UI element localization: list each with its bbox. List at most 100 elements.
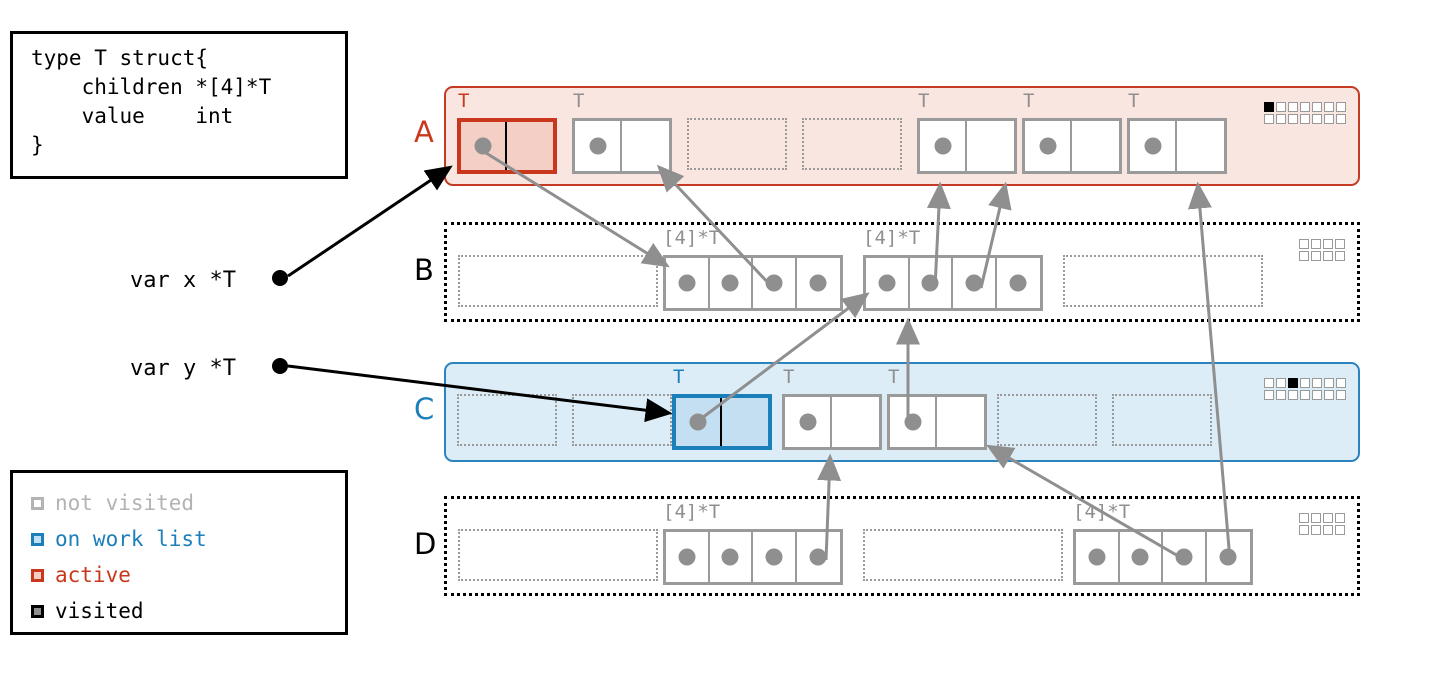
bitmap-cell (1288, 378, 1298, 388)
bitmap-cell (1324, 390, 1334, 400)
row-a-node-6-children-field (1130, 121, 1177, 171)
array-cell (666, 532, 710, 582)
row-a-node-5-value-field (1072, 121, 1119, 171)
row-a-node-0-value-field (507, 122, 553, 170)
bitmap-cell (1336, 390, 1346, 400)
bitmap-row (1264, 390, 1346, 400)
row-a-bitmap (1264, 102, 1346, 124)
legend-label-on-work-list: on work list (55, 527, 207, 551)
row-a-empty-slot-2 (687, 118, 787, 170)
legend-swatch-on-work-list (31, 532, 44, 546)
row-c-node-3[interactable] (782, 394, 882, 450)
bitmap-cell (1276, 102, 1286, 112)
bitmap-cell (1324, 102, 1334, 112)
row-d-array-3-type-tag: [4]*T (1073, 501, 1131, 523)
array-cell (1076, 532, 1120, 582)
row-label-c: C (414, 392, 435, 426)
pointer-dot (678, 548, 696, 566)
row-a-node-1[interactable] (572, 118, 672, 174)
bitmap-row (1299, 525, 1345, 535)
bitmap-row (1299, 513, 1345, 523)
row-d-array-1[interactable] (663, 529, 843, 585)
row-c-node-4-value-field (937, 397, 984, 447)
pointer-dot (1009, 274, 1027, 292)
bitmap-cell (1324, 114, 1334, 124)
pointer-dot (799, 413, 816, 431)
pointer-dot (921, 274, 939, 292)
row-a-node-4-type-tag: T (918, 90, 930, 112)
bitmap-cell (1323, 513, 1333, 523)
bitmap-cell (1300, 378, 1310, 388)
bitmap-cell (1336, 114, 1346, 124)
array-cell (666, 258, 710, 308)
row-label-d: D (414, 527, 437, 561)
row-a-node-0-type-tag: T (458, 90, 470, 112)
row-c-node-2-children-field (676, 398, 722, 446)
row-b-empty-slot-0 (458, 255, 658, 307)
row-d-array-1-type-tag: [4]*T (663, 501, 721, 523)
bitmap-cell (1336, 102, 1346, 112)
bitmap-cell (1335, 525, 1345, 535)
row-b-array-1[interactable] (663, 255, 843, 311)
bitmap-cell (1299, 513, 1309, 523)
array-cell (1163, 532, 1207, 582)
legend-box: not visited on work list active visited (10, 470, 348, 635)
row-a-node-5[interactable] (1022, 118, 1122, 174)
pointer-dot (1088, 548, 1106, 566)
pointer-dot (1144, 137, 1161, 155)
bitmap-cell (1299, 239, 1309, 249)
row-d-bitmap (1299, 513, 1345, 535)
row-label-b: B (414, 253, 434, 287)
legend-label-visited: visited (55, 599, 144, 623)
row-c-node-4[interactable] (887, 394, 987, 450)
row-b-array-2[interactable] (863, 255, 1043, 311)
row-a-node-4[interactable] (917, 118, 1017, 174)
legend-swatch-visited (31, 604, 44, 618)
row-c-node-2[interactable] (672, 394, 772, 450)
bitmap-cell (1323, 525, 1333, 535)
row-c-bitmap (1264, 378, 1346, 400)
bitmap-cell (1264, 378, 1274, 388)
bitmap-cell (1311, 251, 1321, 261)
struct-definition-code: type T struct{ children *[4]*T value int… (31, 46, 272, 157)
var-x-label: var x *T (130, 268, 236, 293)
row-a-node-5-children-field (1025, 121, 1072, 171)
row-a-node-1-value-field (622, 121, 669, 171)
row-c-empty-slot-0 (457, 394, 557, 446)
array-cell (710, 258, 753, 308)
row-d-empty-slot-0 (458, 529, 658, 581)
row-a-node-6[interactable] (1127, 118, 1227, 174)
row-a-node-1-children-field (575, 121, 622, 171)
legend-item-active: active (31, 557, 345, 593)
bitmap-cell (1276, 114, 1286, 124)
bitmap-cell (1264, 390, 1274, 400)
row-b-region: [4]*T [4]*T (444, 222, 1360, 322)
row-d-region: [4]*T [4]*T (444, 496, 1360, 596)
row-c-empty-slot-1 (572, 394, 672, 446)
row-a-node-0-children-field (461, 122, 507, 170)
bitmap-cell (1323, 251, 1333, 261)
bitmap-cell (1264, 102, 1274, 112)
bitmap-row (1264, 378, 1346, 388)
bitmap-row (1299, 251, 1345, 261)
pointer-dot (809, 274, 827, 292)
pointer-dot (1131, 548, 1149, 566)
pointer-dot (474, 137, 492, 155)
pointer-dot (678, 274, 696, 292)
legend-label-active: active (55, 563, 131, 587)
bitmap-cell (1288, 102, 1298, 112)
row-c-region: T T T (444, 362, 1360, 462)
row-a-node-5-type-tag: T (1023, 90, 1035, 112)
array-cell (710, 532, 753, 582)
row-d-empty-slot-2 (863, 529, 1063, 581)
row-a-node-4-value-field (967, 121, 1014, 171)
array-cell (753, 258, 797, 308)
pointer-dot (965, 274, 983, 292)
row-c-node-3-children-field (785, 397, 832, 447)
bitmap-cell (1312, 390, 1322, 400)
row-a-node-0[interactable] (457, 118, 557, 174)
row-label-a: A (414, 115, 434, 149)
bitmap-cell (1311, 525, 1321, 535)
row-d-array-3[interactable] (1073, 529, 1253, 585)
row-c-node-3-type-tag: T (783, 366, 795, 388)
